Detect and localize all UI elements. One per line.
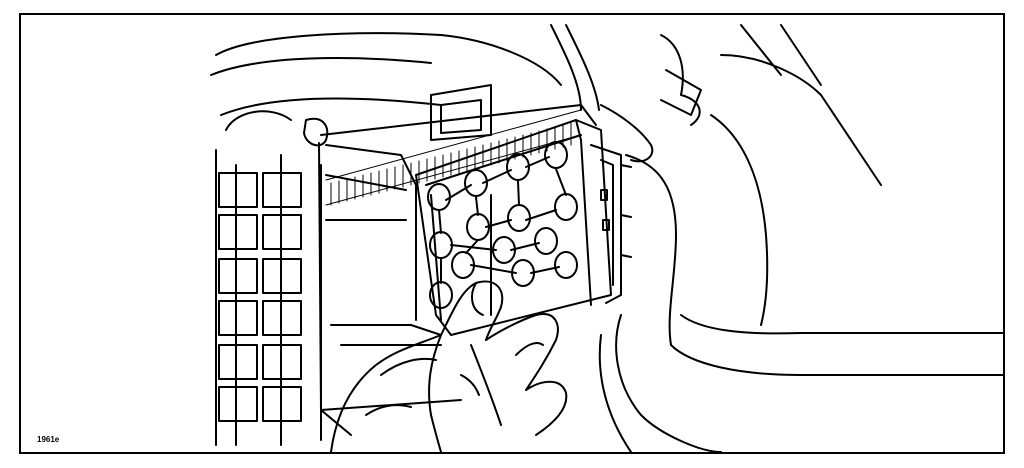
right-body-panel xyxy=(551,25,1003,452)
hand-illustration xyxy=(331,282,566,452)
service-illustration xyxy=(21,15,1003,452)
hatched-slot xyxy=(326,110,581,205)
connector-module xyxy=(416,120,631,335)
figure-id-label: 1961e xyxy=(37,435,60,444)
left-grille-panel xyxy=(211,33,561,445)
figure-frame: 1961e xyxy=(19,13,1005,454)
